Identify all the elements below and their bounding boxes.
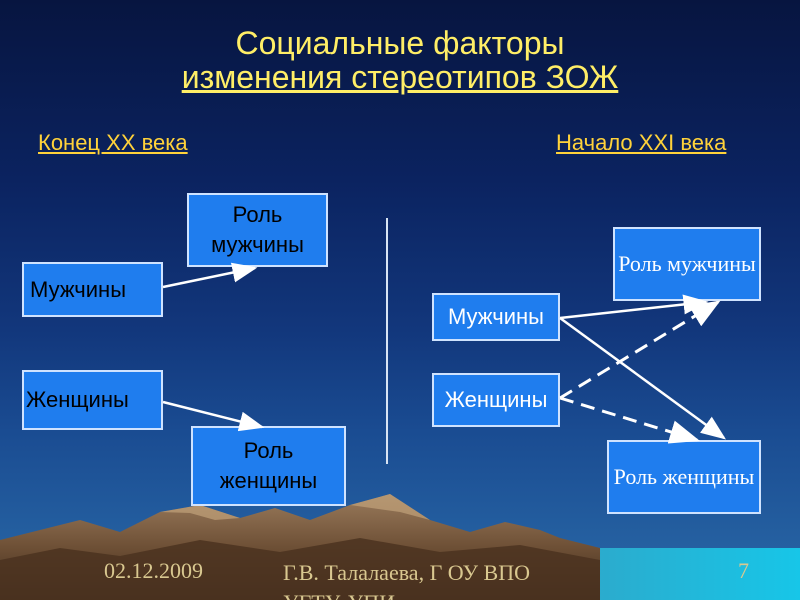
left-women-label: Женщины: [26, 387, 129, 412]
slide-title-line1: Социальные факторы: [235, 25, 565, 61]
left-role-women-label: Роль женщины: [219, 438, 318, 493]
left-men-label: Мужчины: [30, 276, 127, 302]
right-role-women-box: Роль женщины: [607, 440, 761, 514]
right-header: Начало XXI века: [556, 130, 727, 155]
right-women-label: Женщины: [444, 387, 548, 412]
left-women-box: Женщины: [22, 370, 163, 430]
divider-line: [386, 218, 388, 464]
right-role-men-box: Роль мужчины: [613, 227, 761, 301]
left-role-women-box: Роль женщины: [191, 426, 346, 506]
right-men-box: Мужчины: [432, 293, 560, 341]
right-women-box: Женщины: [432, 373, 560, 427]
left-role-men-box: Роль мужчины: [187, 193, 328, 267]
left-men-box: Мужчины: [22, 262, 163, 317]
right-role-men-label: Роль мужчины: [618, 251, 756, 276]
footer-page-number: 7: [738, 558, 749, 583]
right-role-women-label: Роль женщины: [613, 464, 755, 489]
slide-title-line2: изменения стереотипов ЗОЖ: [181, 59, 619, 95]
footer-date: 02.12.2009: [104, 558, 203, 583]
left-role-men-label: Роль мужчины: [211, 202, 304, 257]
left-header: Конец XX века: [38, 130, 188, 155]
right-men-label: Мужчины: [447, 304, 544, 329]
footer-author: Г.В. Талалаева, Г ОУ ВПО УГТУ-УПИ: [283, 560, 530, 600]
